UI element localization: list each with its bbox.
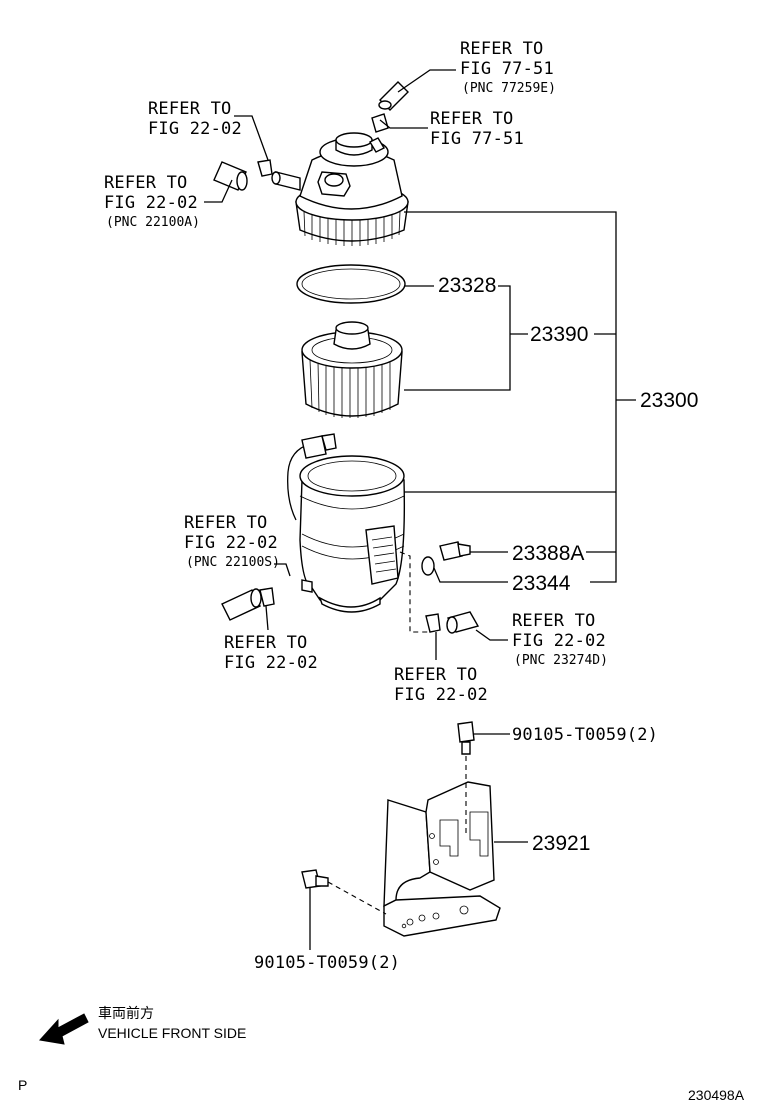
callout-refer-22-02-right-clip: REFER TO FIG 22-02 bbox=[394, 665, 488, 705]
filter-bowl bbox=[287, 433, 406, 613]
o-ring-23344 bbox=[421, 556, 435, 576]
vehicle-front-arrow bbox=[39, 1013, 89, 1045]
callout-line: FIG 22-02 bbox=[394, 685, 488, 705]
part-number-23344: 23344 bbox=[512, 572, 571, 595]
inlet-hose bbox=[213, 161, 248, 191]
bracket-23921 bbox=[383, 781, 501, 937]
callout-line: FIG 22-02 bbox=[512, 631, 606, 651]
callout-refer-22-02-left-clip: REFER TO FIG 22-02 bbox=[224, 633, 318, 673]
callout-line: FIG 22-02 bbox=[224, 653, 318, 673]
callout-line: REFER TO bbox=[460, 39, 543, 59]
callout-pnc: (PNC 77259E) bbox=[462, 81, 556, 96]
callout-line: FIG 77-51 bbox=[430, 129, 524, 149]
part-number-90105-bottom: 90105-T0059(2) bbox=[254, 953, 400, 973]
diagram-id: 230498A bbox=[688, 1087, 745, 1103]
callout-line: FIG 77-51 bbox=[460, 59, 554, 79]
callout-line: FIG 22-02 bbox=[148, 119, 242, 139]
callout-pnc: (PNC 22100A) bbox=[106, 215, 200, 230]
callout-line: REFER TO bbox=[430, 109, 513, 129]
part-number-23921: 23921 bbox=[532, 832, 590, 855]
callout-pnc: (PNC 23274D) bbox=[514, 653, 608, 668]
leader-lines bbox=[204, 69, 636, 950]
filter-element-23390 bbox=[301, 321, 403, 418]
callout-refer-22-02-pnc-22100a: REFER TO FIG 22-02 (PNC 22100A) bbox=[104, 173, 200, 230]
corner-mark: P bbox=[18, 1077, 27, 1093]
bolt-bottom bbox=[301, 869, 329, 889]
part-number-23388a: 23388A bbox=[512, 542, 584, 565]
callout-refer-77-51-pnc: REFER TO FIG 77-51 (PNC 77259E) bbox=[460, 39, 556, 96]
part-number-23328: 23328 bbox=[438, 274, 496, 297]
callout-line: REFER TO bbox=[512, 611, 595, 631]
callout-refer-22-02-pnc-22100s: REFER TO FIG 22-02 (PNC 22100S) bbox=[184, 513, 280, 570]
callout-refer-22-02-pnc-23274d: REFER TO FIG 22-02 (PNC 23274D) bbox=[512, 611, 608, 668]
direction-label-jp: 車両前方 bbox=[98, 1005, 154, 1021]
callout-refer-77-51: REFER TO FIG 77-51 bbox=[430, 109, 524, 149]
callout-refer-22-02-top: REFER TO FIG 22-02 bbox=[148, 99, 242, 139]
callout-line: REFER TO bbox=[224, 633, 307, 653]
callout-line: REFER TO bbox=[148, 99, 231, 119]
callout-pnc: (PNC 22100S) bbox=[186, 555, 280, 570]
drain-hose-left bbox=[221, 587, 275, 621]
part-number-23300: 23300 bbox=[640, 389, 698, 412]
callout-line: REFER TO bbox=[104, 173, 187, 193]
top-hose-77-51 bbox=[371, 81, 409, 133]
callout-line: FIG 22-02 bbox=[184, 533, 278, 553]
part-number-90105-top: 90105-T0059(2) bbox=[512, 725, 658, 745]
filter-cap-assembly bbox=[271, 132, 409, 246]
plug-23388a bbox=[439, 541, 471, 561]
direction-label-en: VEHICLE FRONT SIDE bbox=[98, 1025, 246, 1041]
bolt-top bbox=[457, 721, 475, 755]
clip-top bbox=[257, 159, 273, 177]
callout-line: REFER TO bbox=[184, 513, 267, 533]
callout-line: REFER TO bbox=[394, 665, 477, 685]
o-ring-23328 bbox=[296, 264, 406, 304]
callout-line: FIG 22-02 bbox=[104, 193, 198, 213]
part-number-23390: 23390 bbox=[530, 323, 588, 346]
drain-hose-right bbox=[425, 611, 480, 634]
